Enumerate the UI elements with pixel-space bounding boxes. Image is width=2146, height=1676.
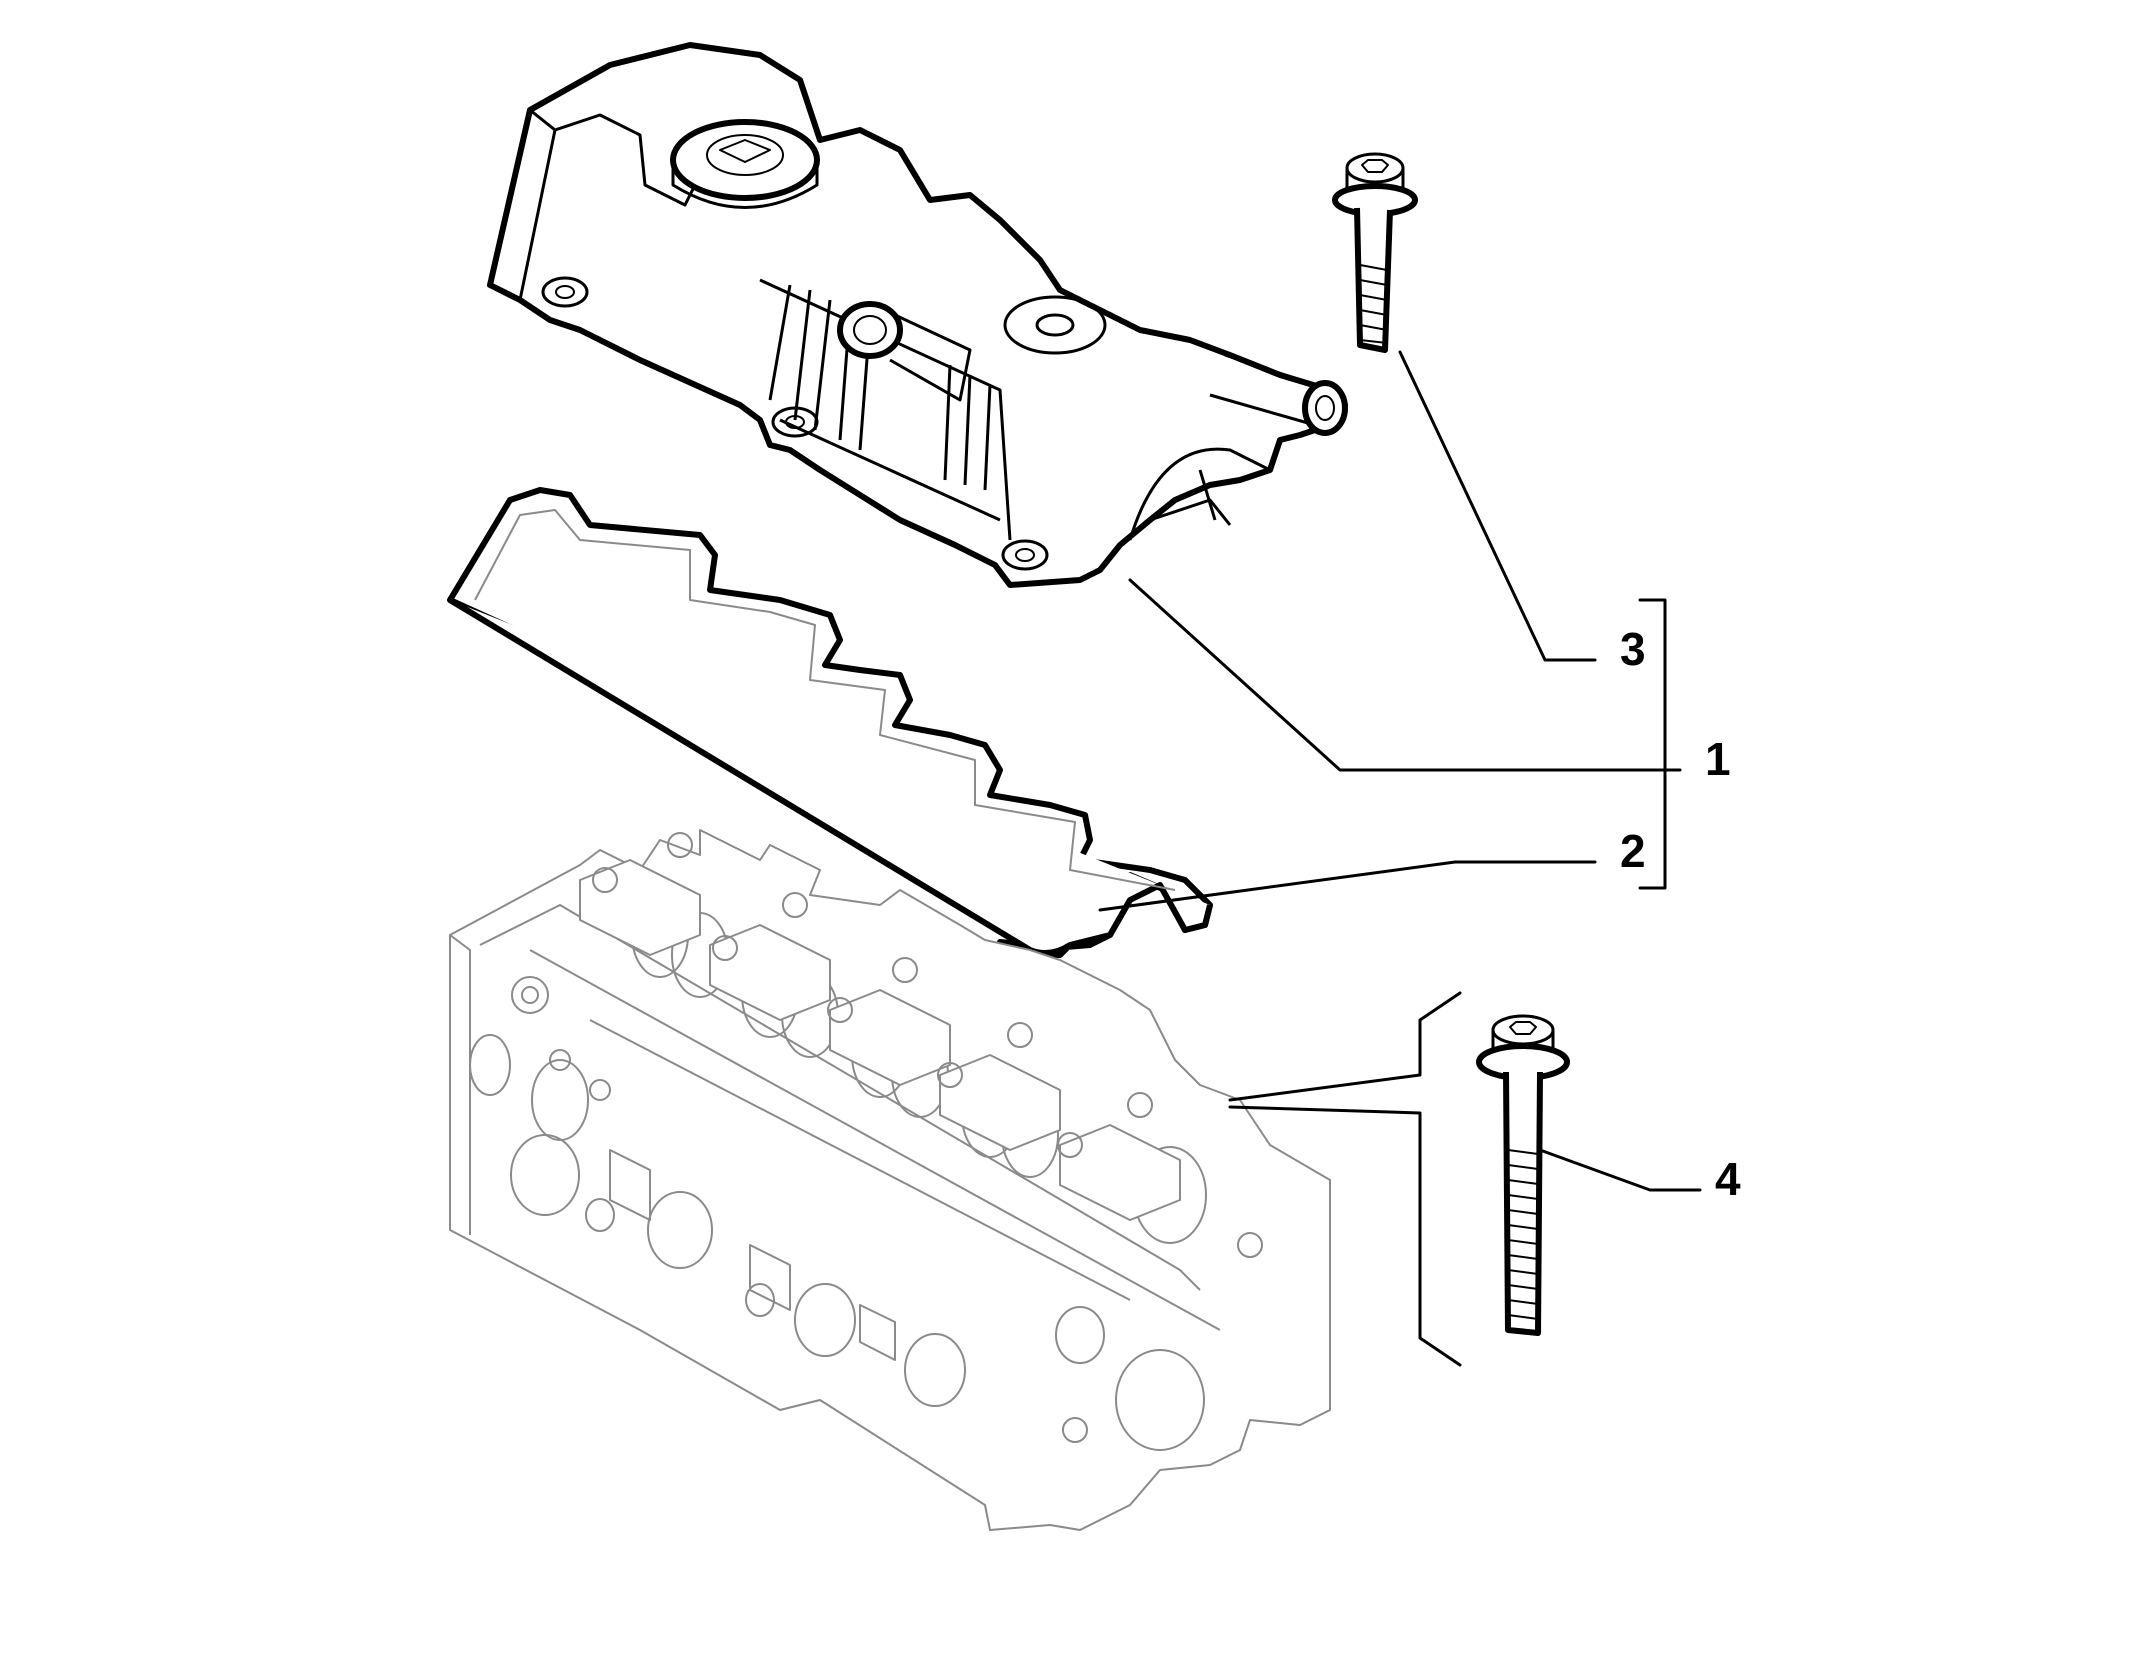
leader-lines — [1098, 350, 1702, 1367]
short-bolt — [1332, 152, 1418, 353]
bearing-caps — [579, 832, 1181, 1221]
breather-tube — [837, 301, 972, 402]
cylinder-head — [449, 829, 1331, 1531]
long-bolt — [1476, 1014, 1570, 1336]
callout-3: 3 — [1620, 623, 1646, 675]
cover-ribs — [759, 278, 1012, 541]
valve-cover — [487, 42, 1348, 588]
cover-boss — [1003, 295, 1107, 355]
callout-2: 2 — [1620, 825, 1646, 877]
oil-filler-cap — [670, 119, 820, 209]
callout-4: 4 — [1715, 1153, 1741, 1205]
callout-labels: 3 1 2 4 — [1620, 623, 1741, 1205]
side-nozzle — [1209, 353, 1348, 436]
callout-1: 1 — [1705, 733, 1731, 785]
